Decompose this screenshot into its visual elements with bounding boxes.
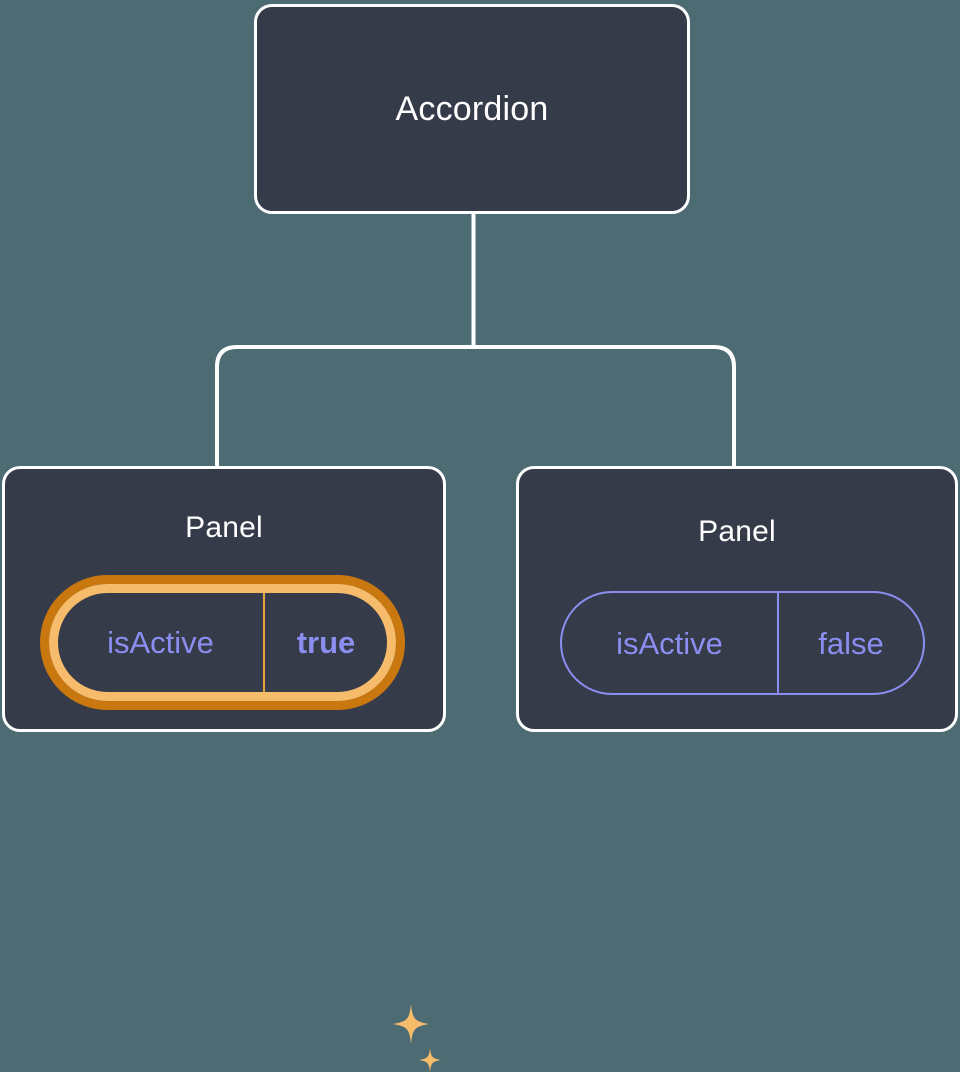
prop-value: false	[818, 625, 884, 661]
prop-pill-highlighted[interactable]: isActive true	[40, 575, 405, 710]
prop-value: true	[296, 625, 356, 660]
node-panel-inactive[interactable]: Panel isActive false	[516, 466, 958, 732]
prop-pill-plain[interactable]: isActive false	[560, 591, 925, 695]
node-panel-active[interactable]: Panel isActive true	[2, 466, 446, 1072]
node-accordion[interactable]: Accordion	[254, 4, 690, 214]
component-tree-diagram: Accordion Panel isActive true Panel isAc…	[2, 4, 958, 1072]
prop-key: isActive	[58, 593, 265, 692]
pill-ring-inner: isActive true	[49, 584, 396, 701]
sparkle-icon	[393, 1004, 429, 1044]
node-title: Panel	[698, 515, 776, 548]
node-title: Panel	[185, 511, 263, 544]
prop-key: isActive	[562, 593, 779, 693]
pill-outline: isActive false	[560, 591, 925, 695]
node-title: Accordion	[395, 90, 549, 128]
sparkle-small-icon	[419, 1048, 441, 1072]
sparkle-group	[393, 1004, 441, 1072]
pill-ring-outer: isActive true	[40, 575, 405, 710]
